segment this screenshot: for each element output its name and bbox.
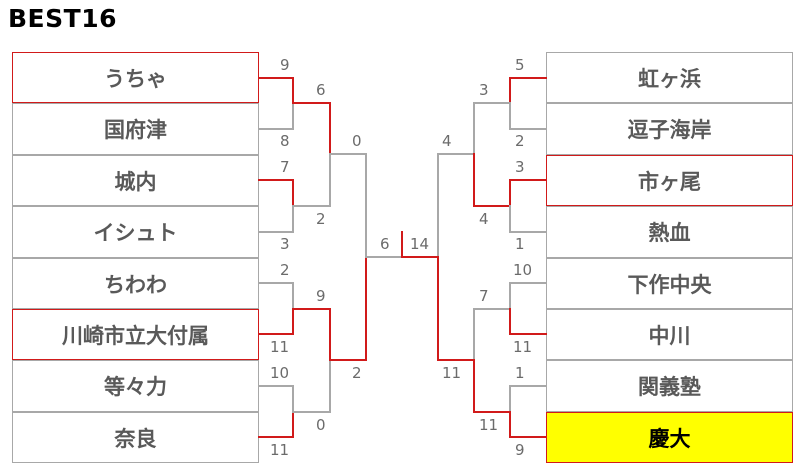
score-right-r1-1: 5	[515, 56, 525, 74]
team-left-4: イシュト	[12, 206, 259, 258]
score-right-r1-4: 1	[515, 235, 525, 253]
team-right-8-champion: 慶大	[546, 412, 793, 463]
score-left-r2-2: 2	[316, 210, 326, 228]
bracket-line-l1c-win	[258, 308, 294, 335]
team-right-1: 虹ヶ浜	[546, 52, 793, 103]
score-left-r3-1: 0	[352, 132, 362, 150]
score-right-r2-1: 3	[479, 81, 489, 99]
team-right-4: 熱血	[546, 206, 793, 258]
bracket-line-l3-lose	[329, 153, 367, 258]
score-left-r1-4: 3	[280, 235, 290, 253]
bracket-line-r3-lose	[437, 153, 475, 258]
bracket-line-r3-win	[437, 256, 475, 361]
score-left-r1-8: 11	[270, 441, 290, 459]
score-right-r1-6: 11	[513, 338, 533, 356]
score-right-r1-5: 10	[513, 261, 533, 279]
score-right-r2-2: 4	[479, 210, 489, 228]
bracket-title: BEST16	[8, 4, 117, 33]
team-right-2: 逗子海岸	[546, 103, 793, 155]
bracket-line-l1a-lose	[258, 102, 294, 130]
bracket-line-r1d-win	[509, 411, 547, 438]
bracket-line-l1c-lose	[258, 282, 294, 310]
bracket-line-r1a-lose	[509, 102, 547, 130]
bracket-line-l2b-lose	[292, 359, 331, 413]
score-left-r1-6: 11	[270, 338, 290, 356]
score-left-r2-4: 0	[316, 416, 326, 434]
team-left-5: ちわわ	[12, 258, 259, 309]
score-final-left: 6	[380, 235, 390, 253]
bracket-line-l3-win	[329, 256, 367, 361]
bracket-line-l1d-lose	[258, 385, 294, 413]
team-left-2: 国府津	[12, 103, 259, 155]
bracket-line-l1d-win	[258, 411, 294, 438]
bracket-line-r1b-lose	[509, 205, 547, 233]
score-left-r1-5: 2	[280, 261, 290, 279]
score-left-r2-3: 9	[316, 287, 326, 305]
bracket-line-r2b-lose	[473, 308, 511, 361]
bracket-line-l2a-lose	[292, 153, 331, 207]
score-right-r1-7: 1	[515, 364, 525, 382]
team-right-7: 関義塾	[546, 360, 793, 412]
bracket-line-l1b-win	[258, 179, 294, 207]
score-right-r1-2: 2	[515, 132, 525, 150]
score-right-r3-1: 4	[442, 132, 452, 150]
bracket-line-l2a-win	[292, 102, 331, 155]
bracket-line-r1c-win	[509, 308, 547, 335]
score-right-r2-4: 11	[479, 416, 499, 434]
bracket-line-l1a-win	[258, 77, 294, 104]
bracket-line-r2a-win	[473, 153, 511, 207]
score-left-r1-2: 8	[280, 132, 290, 150]
bracket-line-r1b-win	[509, 179, 547, 207]
score-final-right: 14	[410, 235, 430, 253]
score-left-r3-2: 2	[352, 364, 362, 382]
bracket-line-r1a-win	[509, 77, 547, 104]
team-right-6: 中川	[546, 309, 793, 360]
score-right-r1-8: 9	[515, 441, 525, 459]
bracket-line-l2b-win	[292, 308, 331, 361]
bracket-line-r1d-lose	[509, 385, 547, 413]
team-left-8: 奈良	[12, 412, 259, 463]
bracket-line-l1b-lose	[258, 205, 294, 233]
score-right-r3-2: 11	[442, 364, 462, 382]
score-left-r1-3: 7	[280, 158, 290, 176]
team-left-7: 等々力	[12, 360, 259, 412]
team-left-6: 川崎市立大付属	[12, 309, 259, 360]
bracket-line-r2b-win	[473, 359, 511, 413]
team-left-1: うちゃ	[12, 52, 259, 103]
score-right-r1-3: 3	[515, 158, 525, 176]
score-left-r1-1: 9	[280, 56, 290, 74]
score-right-r2-3: 7	[479, 287, 489, 305]
bracket-line-final-right	[401, 231, 439, 258]
team-right-3: 市ヶ尾	[546, 155, 793, 206]
bracket-line-r1c-lose	[509, 282, 547, 310]
bracket-line-r2a-lose	[473, 102, 511, 155]
score-left-r2-1: 6	[316, 81, 326, 99]
team-right-5: 下作中央	[546, 258, 793, 309]
score-left-r1-7: 10	[270, 364, 290, 382]
